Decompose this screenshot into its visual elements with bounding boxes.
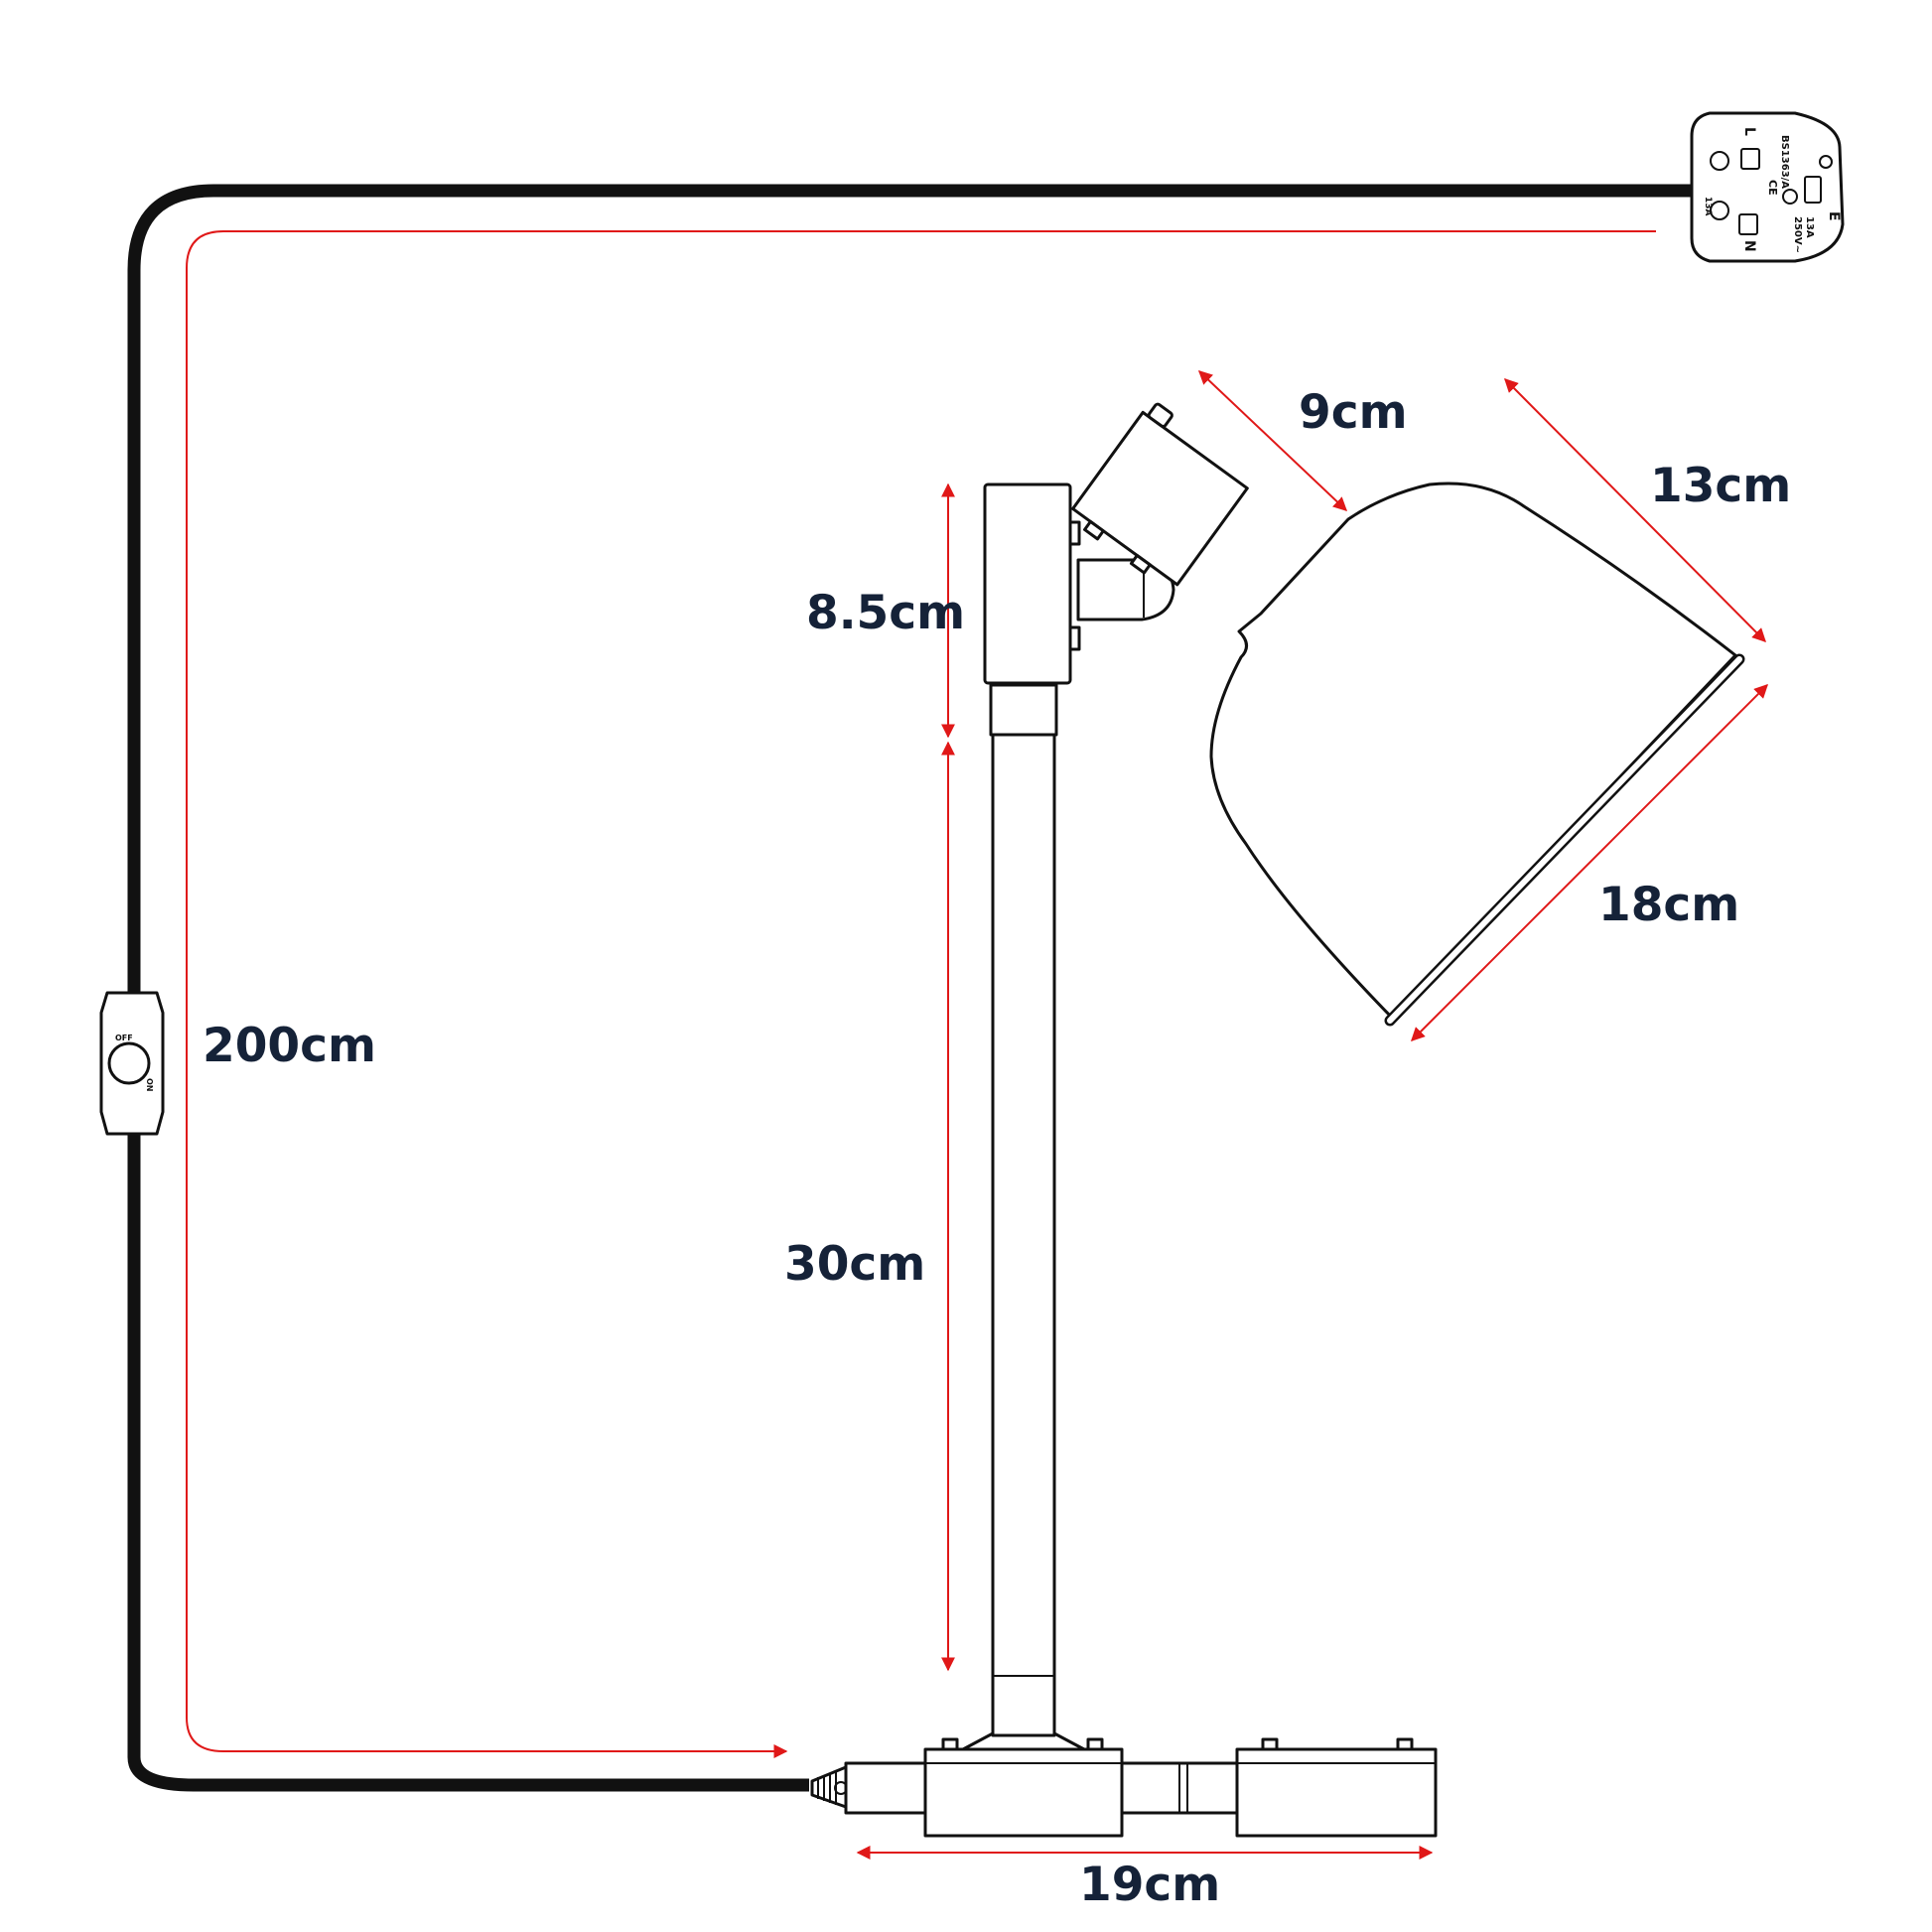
switch-on-label: ON bbox=[145, 1078, 154, 1092]
plug-fuse-label: 13A bbox=[1703, 197, 1713, 216]
lamp-stem bbox=[989, 683, 1058, 1737]
switch-off-label: OFF bbox=[115, 1034, 133, 1042]
switch-knob bbox=[107, 1041, 151, 1085]
plug-voltage-label: 250V~ bbox=[1792, 216, 1803, 253]
bsi-kitemark-icon-2 bbox=[1710, 201, 1729, 220]
plug-standard-label: BS1363/A bbox=[1779, 135, 1790, 189]
lamp-bracket bbox=[983, 483, 1175, 685]
shade-opening-label: 18cm bbox=[1598, 878, 1740, 932]
bsi-kitemark-icon bbox=[1710, 151, 1729, 171]
neutral-pin-icon bbox=[1738, 213, 1758, 235]
earth-symbol-icon bbox=[1819, 155, 1833, 169]
lamp-holder bbox=[1071, 402, 1249, 587]
track-adapter bbox=[810, 1731, 1438, 1838]
bracket-height-label: 8.5cm bbox=[806, 586, 966, 640]
cable-dimension-line bbox=[186, 230, 1656, 1758]
plug-ce-label: CE bbox=[1766, 180, 1779, 196]
shade-depth-label: 13cm bbox=[1650, 459, 1792, 513]
adapter-length-label: 19cm bbox=[1079, 1858, 1221, 1912]
inline-switch: OFF ON bbox=[99, 991, 165, 1136]
plug-rating-label: 13A bbox=[1804, 216, 1815, 238]
pin-earth-label: E bbox=[1826, 211, 1842, 221]
fuse-icon bbox=[1782, 189, 1798, 205]
stem-height-label: 30cm bbox=[784, 1237, 926, 1292]
pin-neutral-label: N bbox=[1741, 240, 1757, 252]
holder-dimension-line bbox=[1197, 370, 1348, 511]
cable-length-label: 200cm bbox=[203, 1019, 376, 1073]
pin-live-label: L bbox=[1741, 127, 1757, 136]
earth-pin-icon bbox=[1804, 176, 1822, 204]
shade-depth-dimension-line bbox=[1504, 378, 1766, 642]
power-cord bbox=[127, 184, 1700, 1792]
live-pin-icon bbox=[1740, 148, 1760, 170]
holder-length-label: 9cm bbox=[1299, 385, 1408, 440]
uk-plug: E L N BS1363/A CE 13A 250V~ 13A bbox=[1690, 111, 1845, 263]
shade-opening-dimension-line bbox=[1411, 684, 1768, 1041]
